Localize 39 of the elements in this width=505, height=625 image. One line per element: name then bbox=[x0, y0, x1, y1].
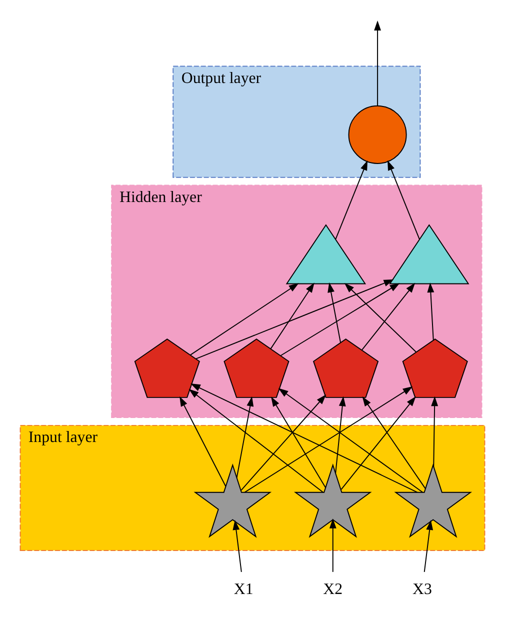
node-star bbox=[294, 463, 372, 538]
arrow bbox=[180, 396, 226, 486]
arrow bbox=[431, 396, 438, 467]
arrow bbox=[278, 388, 424, 492]
arrow bbox=[328, 282, 341, 342]
arrow bbox=[280, 282, 400, 356]
cluster: Input layer bbox=[20, 424, 486, 550]
arrow bbox=[388, 160, 420, 240]
arrow bbox=[236, 396, 254, 478]
arrow bbox=[362, 396, 426, 489]
node-star bbox=[394, 463, 472, 538]
cluster: Output layer bbox=[172, 65, 421, 178]
arrow bbox=[270, 282, 314, 349]
arrow bbox=[335, 160, 368, 240]
node-circle bbox=[348, 104, 407, 164]
arrow bbox=[361, 282, 416, 350]
arrow bbox=[335, 396, 346, 474]
arrow bbox=[340, 396, 416, 490]
node-triangle bbox=[286, 224, 366, 284]
arrow bbox=[329, 518, 336, 572]
arrow bbox=[424, 520, 434, 572]
arrow bbox=[232, 520, 242, 572]
arrow bbox=[374, 20, 382, 106]
node-pentagon bbox=[312, 338, 379, 398]
arrow bbox=[240, 394, 326, 490]
node-text: X2 bbox=[323, 580, 343, 598]
arrow bbox=[190, 383, 418, 492]
arrow bbox=[190, 282, 299, 355]
arrow bbox=[244, 386, 413, 492]
node-text: X1 bbox=[234, 580, 254, 598]
arrow bbox=[344, 282, 417, 352]
node-star bbox=[194, 463, 272, 538]
cluster: Hidden layer bbox=[111, 184, 482, 418]
arrow bbox=[271, 396, 326, 488]
arrow bbox=[427, 282, 434, 340]
arrow bbox=[195, 278, 394, 359]
node-triangle bbox=[389, 224, 470, 284]
arrow bbox=[188, 388, 324, 492]
node-text: X3 bbox=[412, 580, 432, 598]
